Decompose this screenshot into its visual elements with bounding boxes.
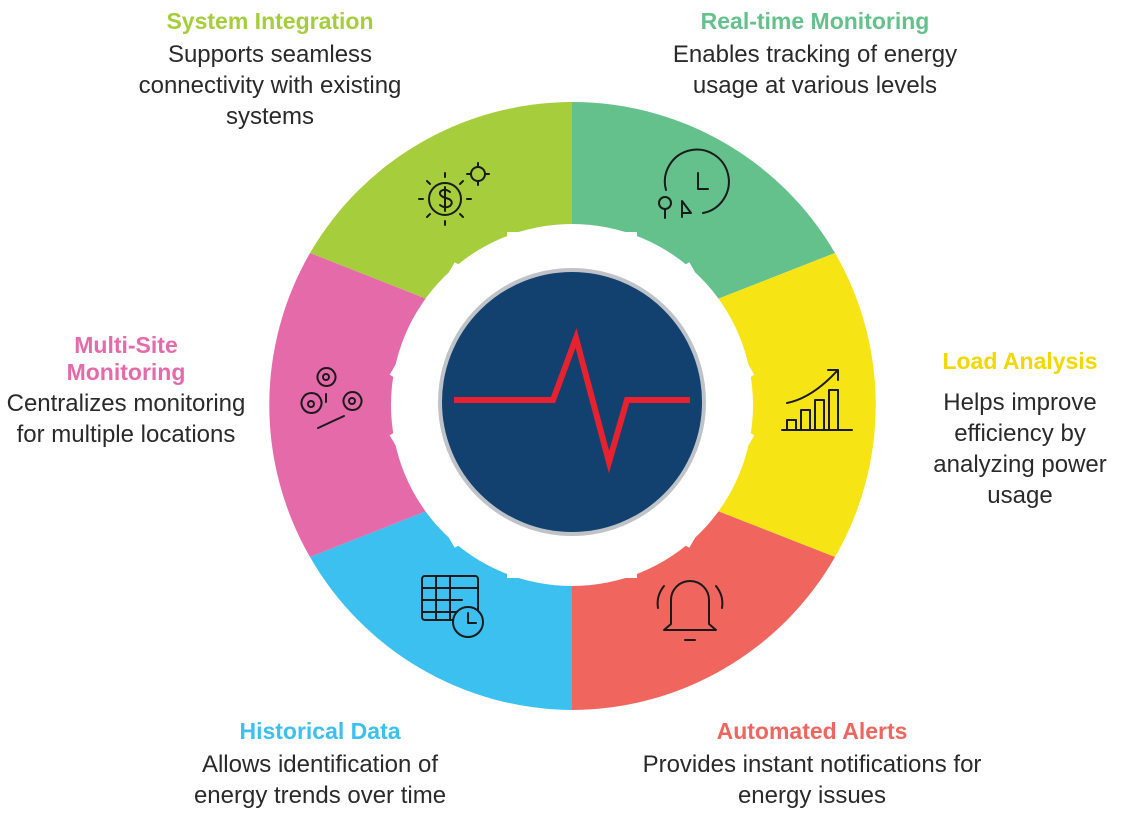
label-historical-data: Historical Data Allows identification of… xyxy=(140,718,500,811)
title-load-analysis: Load Analysis xyxy=(942,348,1098,374)
map-pins-icon xyxy=(300,367,363,429)
title-multi-site-monitoring: Multi-Site Monitoring xyxy=(66,332,186,385)
bar-chart-trend-icon xyxy=(781,369,853,431)
clock-gauge-icon xyxy=(658,148,730,219)
title-system-integration: System Integration xyxy=(166,8,374,34)
description-automated-alerts: Provides instant notifications for energ… xyxy=(642,751,982,809)
label-multi-site-monitoring: Multi-Site Monitoring Centralizes monito… xyxy=(6,332,246,450)
title-automated-alerts: Automated Alerts xyxy=(716,718,908,744)
description-historical-data: Allows identification of energy trends o… xyxy=(193,751,447,809)
description-load-analysis: Helps improve efficiency by analyzing po… xyxy=(933,389,1107,509)
gear-dollar-icon xyxy=(418,162,490,226)
description-multi-site-monitoring: Centralizes monitoring for multiple loca… xyxy=(6,390,246,448)
alarm-bell-icon xyxy=(656,580,724,641)
label-load-analysis: Load Analysis Helps improve efficiency b… xyxy=(915,348,1125,511)
title-historical-data: Historical Data xyxy=(239,718,401,744)
table-clock-icon xyxy=(421,575,484,638)
label-system-integration: System Integration Supports seamless con… xyxy=(60,8,480,132)
label-automated-alerts: Automated Alerts Provides instant notifi… xyxy=(612,718,1012,811)
description-real-time-monitoring: Enables tracking of energy usage at vari… xyxy=(672,41,958,99)
label-real-time-monitoring: Real-time Monitoring Enables tracking of… xyxy=(620,8,1010,101)
description-system-integration: Supports seamless connectivity with exis… xyxy=(138,41,402,130)
center-hub xyxy=(438,268,706,536)
heartbeat-pulse-icon xyxy=(454,328,690,474)
title-real-time-monitoring: Real-time Monitoring xyxy=(700,8,930,34)
